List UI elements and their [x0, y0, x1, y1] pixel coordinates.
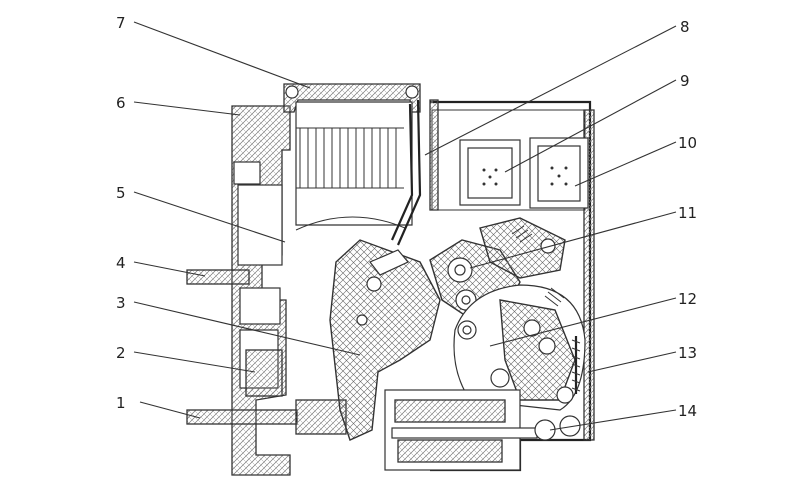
callout-11: 11 — [678, 204, 697, 222]
callout-3: 3 — [116, 294, 126, 312]
callout-1: 1 — [116, 394, 126, 412]
callout-12: 12 — [678, 290, 697, 308]
callout-8: 8 — [680, 18, 690, 36]
callout-7: 7 — [116, 14, 126, 32]
housing-left — [231, 105, 291, 476]
bottom-spring-assembly — [384, 389, 581, 471]
callout-9: 9 — [680, 72, 690, 90]
callout-10: 10 — [678, 134, 697, 152]
coil-9 — [459, 139, 521, 206]
coil-10 — [529, 137, 589, 209]
leader-lines — [133, 21, 677, 431]
callout-2: 2 — [116, 344, 126, 362]
callout-6: 6 — [116, 94, 126, 112]
tension-spring — [571, 336, 581, 394]
callout-4: 4 — [116, 254, 126, 272]
operating-mechanism — [429, 217, 586, 411]
arc-chute-cap — [283, 83, 422, 246]
callout-13: 13 — [678, 344, 697, 362]
lower-terminal — [186, 399, 347, 435]
upper-terminal — [186, 269, 250, 285]
callout-labels: 1 2 3 4 5 6 7 8 9 10 11 12 13 14 — [116, 14, 697, 420]
callout-5: 5 — [116, 184, 126, 202]
contact-arm — [329, 239, 441, 441]
callout-14: 14 — [678, 402, 697, 420]
